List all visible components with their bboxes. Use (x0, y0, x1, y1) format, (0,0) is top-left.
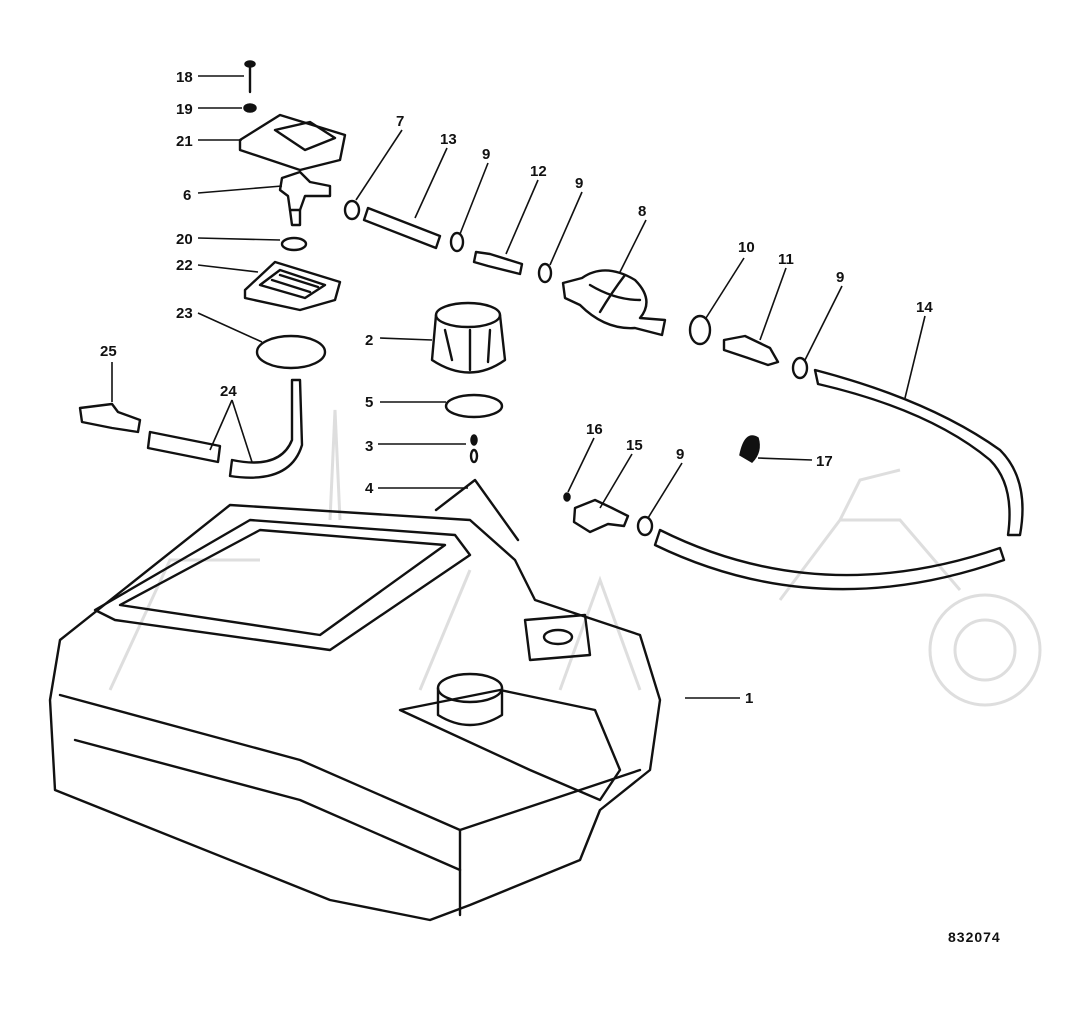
callout-7: 7 (396, 113, 404, 130)
gauge-cover-plate (238, 113, 347, 172)
callout-9d: 9 (676, 446, 684, 463)
primer-bulb (561, 269, 667, 337)
callout-20: 20 (176, 231, 193, 248)
callout-24: 24 (220, 383, 237, 400)
callout-5: 5 (365, 394, 373, 411)
filler-cap (430, 301, 507, 374)
pickup-filter (78, 402, 142, 434)
pickup-tube (146, 378, 304, 479)
callout-17: 17 (816, 453, 833, 470)
washer (243, 103, 257, 113)
motorcycle-watermark-icon (108, 409, 1042, 707)
fuel-gauge-assembly (243, 260, 342, 312)
callout-9a: 9 (482, 146, 490, 163)
gauge-gasket (255, 334, 327, 370)
cap-gasket (444, 393, 504, 419)
hose-clamp-9d (636, 515, 654, 537)
cap-chain (434, 478, 520, 542)
callout-1: 1 (745, 690, 753, 707)
callout-12: 12 (530, 163, 547, 180)
hose-14 (813, 368, 1024, 537)
hose-clamp-9a (449, 231, 465, 253)
callout-14: 14 (916, 299, 933, 316)
hose-13 (362, 206, 442, 250)
callout-23: 23 (176, 305, 193, 322)
callout-18: 18 (176, 69, 193, 86)
fuel-fitting (278, 170, 332, 227)
callout-9c: 9 (836, 269, 844, 286)
hose-lower (653, 528, 1006, 591)
connector-11 (722, 334, 780, 367)
plug-17 (739, 435, 760, 463)
figure-number: 832074 (948, 929, 1001, 945)
callout-4: 4 (365, 480, 374, 497)
callout-25: 25 (100, 343, 117, 360)
screw (244, 60, 256, 94)
hose-clamp-9c (791, 356, 809, 380)
hose-clamp-9b (537, 262, 553, 284)
callout-22: 22 (176, 257, 193, 274)
callout-9b: 9 (575, 175, 583, 192)
callout-15: 15 (626, 437, 643, 454)
callout-3: 3 (365, 438, 373, 455)
callout-10: 10 (738, 239, 755, 256)
callout-21: 21 (176, 133, 193, 150)
callout-8: 8 (638, 203, 646, 220)
o-ring-16 (563, 492, 571, 502)
cap-retainer (469, 434, 479, 464)
connector-12 (472, 250, 524, 276)
callout-labels: 1 2 3 4 5 6 7 8 9 9 9 9 10 11 12 13 14 (100, 69, 933, 707)
callout-2: 2 (365, 332, 373, 349)
check-valve-10 (688, 314, 712, 346)
fuel-tank (48, 503, 662, 922)
callout-6: 6 (183, 187, 191, 204)
callout-19: 19 (176, 101, 193, 118)
o-ring (280, 236, 308, 252)
hose-clamp-7 (343, 199, 361, 221)
callout-11: 11 (778, 251, 794, 268)
callout-16: 16 (586, 421, 603, 438)
callout-13: 13 (440, 131, 457, 148)
connector-15 (572, 498, 630, 534)
